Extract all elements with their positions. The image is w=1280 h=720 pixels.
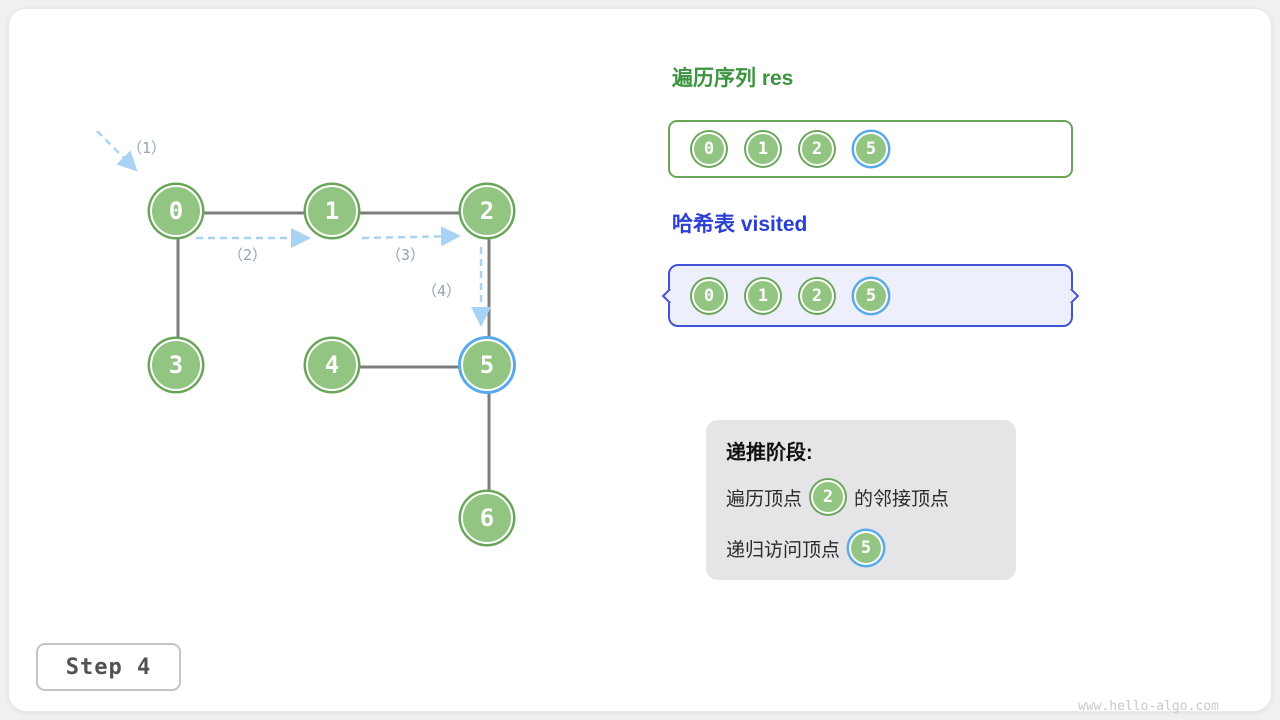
graph-node-5: 5 (461, 339, 513, 391)
phase-line-1: 遍历顶点 2 的邻接顶点 (726, 478, 996, 516)
step-indicator: Step 4 (36, 643, 181, 691)
graph-node-2: 2 (461, 185, 513, 237)
graph-node-4: 4 (306, 339, 358, 391)
res-item-1: 1 (746, 132, 780, 166)
phase-info-box: 递推阶段: 遍历顶点 2 的邻接顶点 递归访问顶点 5 (706, 420, 1016, 580)
phase-title: 递推阶段: (726, 442, 813, 464)
watermark: www.hello-algo.com (1078, 699, 1219, 714)
graph-node-0: 0 (150, 185, 202, 237)
arrow-label-1: （1） (127, 139, 167, 157)
arrow-label-4: （4） (422, 282, 462, 300)
arrow-label-3: （3） (386, 246, 426, 264)
res-item-3: 5 (854, 132, 888, 166)
phase-line-2-prefix: 递归访问顶点 (726, 539, 841, 561)
visited-item-1: 1 (746, 278, 780, 313)
graph-node-1: 1 (306, 185, 358, 237)
visited-set-box: 0 1 2 5 (668, 264, 1073, 327)
graph-node-3: 3 (150, 339, 202, 391)
traversal-arrow-1 (96, 130, 138, 172)
res-sequence-box: 0 1 2 5 (668, 120, 1073, 178)
traversal-arrow-3 (361, 226, 461, 247)
phase-line-1-node: 2 (811, 480, 846, 514)
res-panel-title: 遍历序列 res (672, 67, 794, 90)
phase-line-2-node: 5 (849, 531, 884, 565)
phase-line-2: 递归访问顶点 5 (726, 529, 996, 567)
res-item-0: 0 (692, 132, 726, 166)
phase-line-1-prefix: 遍历顶点 (726, 488, 803, 510)
res-item-2: 2 (800, 132, 834, 166)
visited-item-0: 0 (692, 278, 726, 313)
visited-panel-title: 哈希表 visited (672, 213, 808, 236)
visited-item-2: 2 (800, 278, 834, 313)
graph-node-6: 6 (461, 492, 513, 544)
arrow-label-2: （2） (228, 246, 268, 264)
visited-item-3: 5 (854, 278, 888, 313)
phase-line-1-suffix: 的邻接顶点 (854, 488, 950, 510)
traversal-arrows-group (96, 130, 491, 327)
